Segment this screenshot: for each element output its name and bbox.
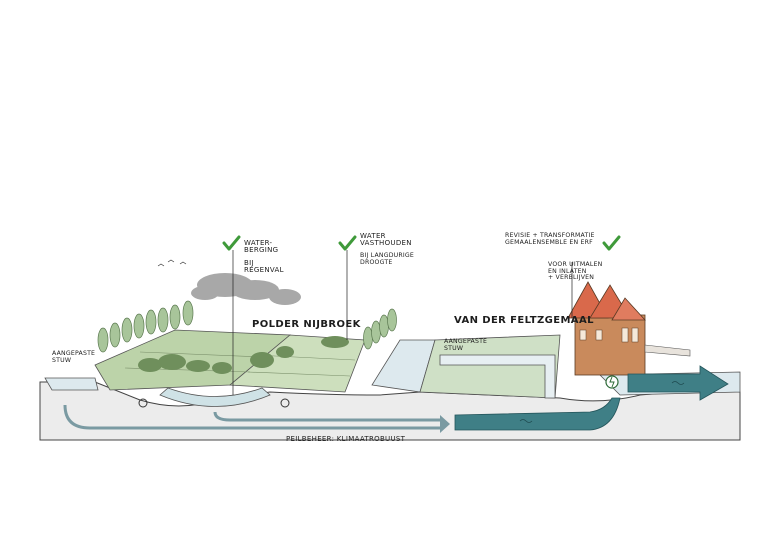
label-line: BIJ — [244, 259, 254, 267]
label-line: VASTHOUDEN — [360, 239, 412, 248]
label-line: GEMAALENSEMBLE EN ERF — [505, 238, 593, 246]
label-bij-regenval: BIJ REGENVAL — [244, 259, 284, 275]
gemaal-field — [419, 334, 561, 399]
label-line: + VERBLIJVEN — [548, 274, 595, 281]
circulation-symbol — [138, 398, 290, 408]
label-line: STUW — [52, 356, 72, 364]
label-line: REVISIE + TRANSFORMATIE — [505, 232, 595, 239]
pump-icon — [605, 375, 619, 389]
label-line: WATER- — [244, 239, 273, 247]
label-waterberging: WATER- BERGING — [244, 239, 279, 255]
label-line: WATER — [360, 232, 386, 240]
checkmark-icon — [602, 235, 621, 251]
label-line: AANGEPASTE — [444, 338, 488, 345]
label-line: REGENVAL — [244, 266, 284, 275]
inlet-canal — [439, 354, 556, 399]
flow-arrow-thin-2 — [213, 411, 440, 422]
label-revisie: REVISIE + TRANSFORMATIE GEMAALENSEMBLE E… — [505, 232, 595, 246]
label-line: DROOGTE — [360, 258, 393, 266]
label-langdurige-droogte: BIJ LANGDURIGE DROOGTE — [360, 252, 415, 266]
label-gemaal: VAN DER FELTZGEMAAL — [454, 315, 594, 326]
reed-band — [138, 336, 349, 374]
label-aangepaste-stuw-mid: AANGEPASTE STUW — [444, 338, 488, 352]
tree-row-mid — [363, 308, 397, 350]
label-peilbeheer: PEILBEHEER: KLIMAATROBUUST — [286, 435, 406, 443]
label-line: VOOR UITMALEN — [548, 261, 603, 268]
flow-arrow-thin-head — [440, 415, 450, 433]
bird-marks — [157, 259, 187, 267]
checkmark-icon — [222, 235, 241, 251]
left-ditch — [44, 377, 99, 391]
flow-arrow-icon — [454, 397, 621, 431]
label-line: AANGEPASTE — [52, 350, 96, 357]
storage-basin — [159, 387, 271, 407]
gemaal-building — [567, 281, 646, 376]
label-line: EN INLATEN — [548, 267, 587, 275]
label-line: BERGING — [244, 246, 279, 255]
flow-arrow-thin — [63, 404, 440, 430]
checkmark-icon — [338, 235, 357, 251]
jetty — [644, 344, 691, 357]
cloud-icon — [191, 273, 301, 305]
tree-row-left — [97, 300, 194, 353]
label-line: STUW — [444, 344, 464, 352]
label-water-vasthouden: WATER VASTHOUDEN — [360, 232, 412, 248]
label-polder: POLDER NIJBROEK — [252, 319, 361, 330]
label-uitmalen: VOOR UITMALEN EN INLATEN + VERBLIJVEN — [548, 261, 603, 282]
label-line: BIJ LANGDURIGE — [360, 252, 415, 259]
label-aangepaste-stuw-left: AANGEPASTE STUW — [52, 350, 96, 364]
